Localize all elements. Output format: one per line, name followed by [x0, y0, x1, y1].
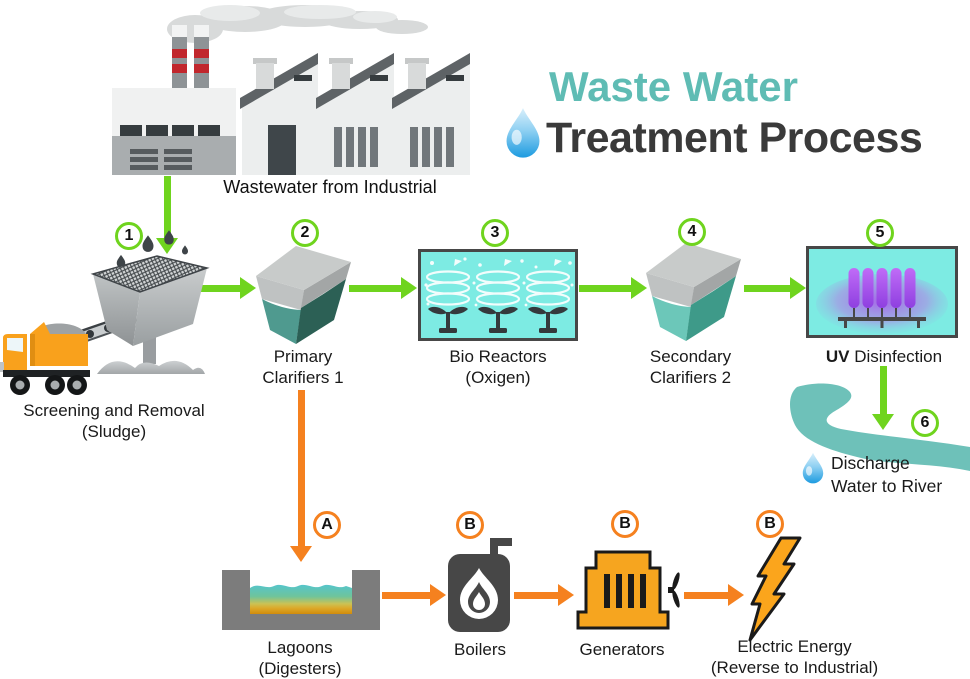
arrow-screening-to-primary	[196, 276, 256, 300]
generator-icon	[576, 550, 680, 630]
arrow-primary-to-bioreactor	[349, 276, 417, 300]
arrow-boilers-to-generators	[514, 583, 574, 607]
uv-disinfection-icon	[806, 246, 958, 338]
river-icon	[790, 383, 970, 471]
factory-icon	[112, 5, 470, 175]
step-badge-1: 1	[115, 222, 143, 250]
label-generators: Generators	[579, 640, 665, 659]
step-badge-3: 3	[481, 219, 509, 247]
lagoon-icon	[222, 570, 380, 630]
arrow-secondary-to-uv	[744, 276, 806, 300]
label-electric-energy: Electric Energy(Reverse to Industrial)	[710, 637, 879, 677]
page-title-line1: Waste Water	[549, 63, 798, 110]
primary-clarifier-icon	[256, 246, 351, 344]
source-label: Wastewater from Industrial	[223, 177, 437, 197]
arrow-primary-to-lagoons	[289, 390, 313, 562]
sludge-mound-icon	[97, 360, 205, 374]
lightning-bolt-icon	[748, 536, 802, 642]
bio-reactor-icon	[418, 249, 578, 341]
step-badge-6: 6	[911, 409, 939, 437]
label-screening: Screening and Removal(Sludge)	[23, 401, 205, 441]
arrow-lagoons-to-boilers	[382, 583, 446, 607]
label-lagoons: Lagoons(Digesters)	[258, 638, 342, 678]
aerator-swirls-icon	[424, 257, 574, 307]
aerator-propellers-icon	[428, 306, 568, 333]
step-badge-4: 4	[678, 218, 706, 246]
arrow-generators-to-electric	[684, 583, 744, 607]
step-badge-B2: B	[611, 510, 639, 538]
chimney-icon	[172, 25, 209, 95]
label-bio-reactors: Bio Reactors(Oxigen)	[449, 347, 547, 387]
page-title-line2: Treatment Process	[546, 114, 923, 162]
secondary-clarifier-icon	[646, 243, 741, 341]
step-badge-B3: B	[756, 510, 784, 538]
step-badge-B1: B	[456, 511, 484, 539]
generator-fan-icon	[668, 572, 680, 608]
label-boilers: Boilers	[454, 640, 506, 659]
flame-icon	[460, 568, 498, 619]
factory-sawtooth-buildings	[240, 53, 470, 175]
water-drop-icon	[506, 108, 540, 158]
arrow-bioreactor-to-secondary	[579, 276, 647, 300]
screening-hopper-icon	[90, 230, 210, 374]
discharge-drop-icon	[802, 452, 824, 484]
boiler-icon	[448, 538, 512, 632]
factory-left-building	[112, 88, 236, 175]
uv-lamps-icon	[838, 268, 926, 328]
label-uv-disinfection: UV Disinfection	[825, 347, 943, 366]
step-badge-2: 2	[291, 219, 319, 247]
step-badge-A: A	[313, 511, 341, 539]
arrow-uv-to-river	[871, 366, 895, 430]
step-badge-5: 5	[866, 219, 894, 247]
